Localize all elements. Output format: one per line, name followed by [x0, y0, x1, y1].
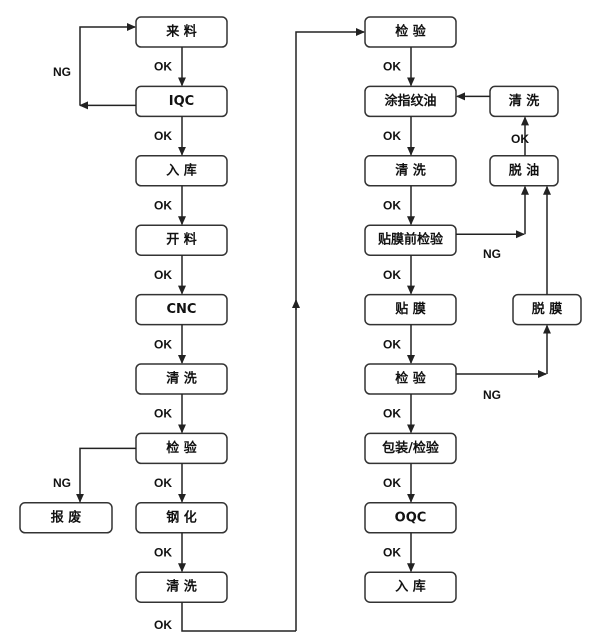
- node-label: 涂指纹油: [384, 93, 436, 109]
- edge-label-ok: OK: [383, 546, 401, 560]
- right-step-4: 贴 膜: [364, 293, 457, 326]
- node-label: 清 洗: [395, 162, 426, 178]
- node-label: 入 库: [395, 579, 426, 595]
- edge-label-ok: OK: [154, 546, 172, 560]
- peel-film-node: 脱 膜: [512, 293, 582, 326]
- edge-label-ok: OK: [383, 476, 401, 490]
- edge-label-ok: OK: [154, 476, 172, 490]
- node-box: [19, 502, 113, 534]
- node-label: 开 料: [166, 232, 197, 248]
- edge-label-ok: OK: [154, 337, 172, 351]
- rework-clean-node: 清 洗: [489, 85, 559, 118]
- edge-label-ok: OK: [383, 268, 401, 282]
- node-label: 检 验: [166, 440, 198, 456]
- node-label: 清 洗: [166, 371, 197, 387]
- left-step-7: 钢 化: [135, 502, 228, 534]
- connector-arrow: [76, 447, 136, 503]
- edge-label-ok: OK: [154, 268, 172, 282]
- right-step-2: 清 洗: [364, 155, 457, 187]
- node-label: 脱 油: [509, 162, 540, 178]
- right-step-3: 贴膜前检验: [364, 224, 457, 256]
- right-step-7: OQC: [364, 502, 457, 534]
- edge-label-ok: OK: [154, 129, 172, 143]
- edge-label-ok: OK: [154, 199, 172, 213]
- node-label: 贴 膜: [395, 301, 426, 317]
- edge-label-ok: OK: [383, 407, 401, 421]
- node-label: 清 洗: [509, 93, 540, 109]
- edge-label-ok: OK: [383, 199, 401, 213]
- edge-label-ok: OK: [154, 407, 172, 421]
- left-step-8: 清 洗: [135, 571, 228, 603]
- right-step-1: 涂指纹油: [364, 85, 457, 118]
- node-label: IQC: [169, 94, 194, 109]
- left-step-2: 入 库: [135, 155, 228, 187]
- connector-arrow: [79, 23, 136, 106]
- right-step-0: 检 验: [364, 16, 457, 48]
- node-label: 贴膜前检验: [378, 232, 444, 248]
- node-label: 检 验: [395, 24, 427, 40]
- node-label: 清 洗: [166, 579, 197, 595]
- edge-label-ok: OK: [154, 60, 172, 74]
- connector-arrow: [181, 602, 296, 632]
- node-label: 报 废: [51, 509, 82, 525]
- right-step-6: 包装/检验: [364, 432, 457, 465]
- edge-label-ng: NG: [53, 65, 71, 79]
- edge-label-ok: OK: [383, 60, 401, 74]
- edge-label-ng: NG: [483, 388, 501, 402]
- left-step-3: 开 料: [135, 224, 228, 256]
- node-label: 入 库: [166, 162, 197, 178]
- node-label: 钢 化: [166, 509, 197, 525]
- scrap-node: 报 废: [19, 502, 113, 534]
- edge-label-ok: OK: [383, 129, 401, 143]
- edge-label-ok: OK: [511, 132, 529, 146]
- node-label: OQC: [395, 510, 427, 525]
- edge-label-ng: NG: [53, 476, 71, 490]
- right-step-5: 检 验: [364, 363, 457, 395]
- edge-label-ok: OK: [154, 618, 172, 632]
- node-label: 来 料: [165, 24, 197, 40]
- right-step-8: 入 库: [364, 571, 457, 603]
- left-step-4: CNC: [135, 293, 228, 326]
- left-step-5: 清 洗: [135, 363, 228, 395]
- left-step-0: 来 料: [135, 16, 228, 48]
- edge-label-ok: OK: [383, 337, 401, 351]
- node-label: 脱 膜: [532, 301, 563, 317]
- connector-arrow: [295, 28, 365, 310]
- node-label: CNC: [167, 302, 197, 317]
- edge-label-ng: NG: [483, 247, 501, 261]
- node-label: 检 验: [395, 371, 427, 387]
- left-step-1: IQC: [135, 85, 228, 118]
- left-step-6: 检 验: [135, 432, 228, 465]
- node-label: 包装/检验: [382, 440, 440, 456]
- node-box: [364, 571, 457, 603]
- degrease-node: 脱 油: [489, 155, 559, 187]
